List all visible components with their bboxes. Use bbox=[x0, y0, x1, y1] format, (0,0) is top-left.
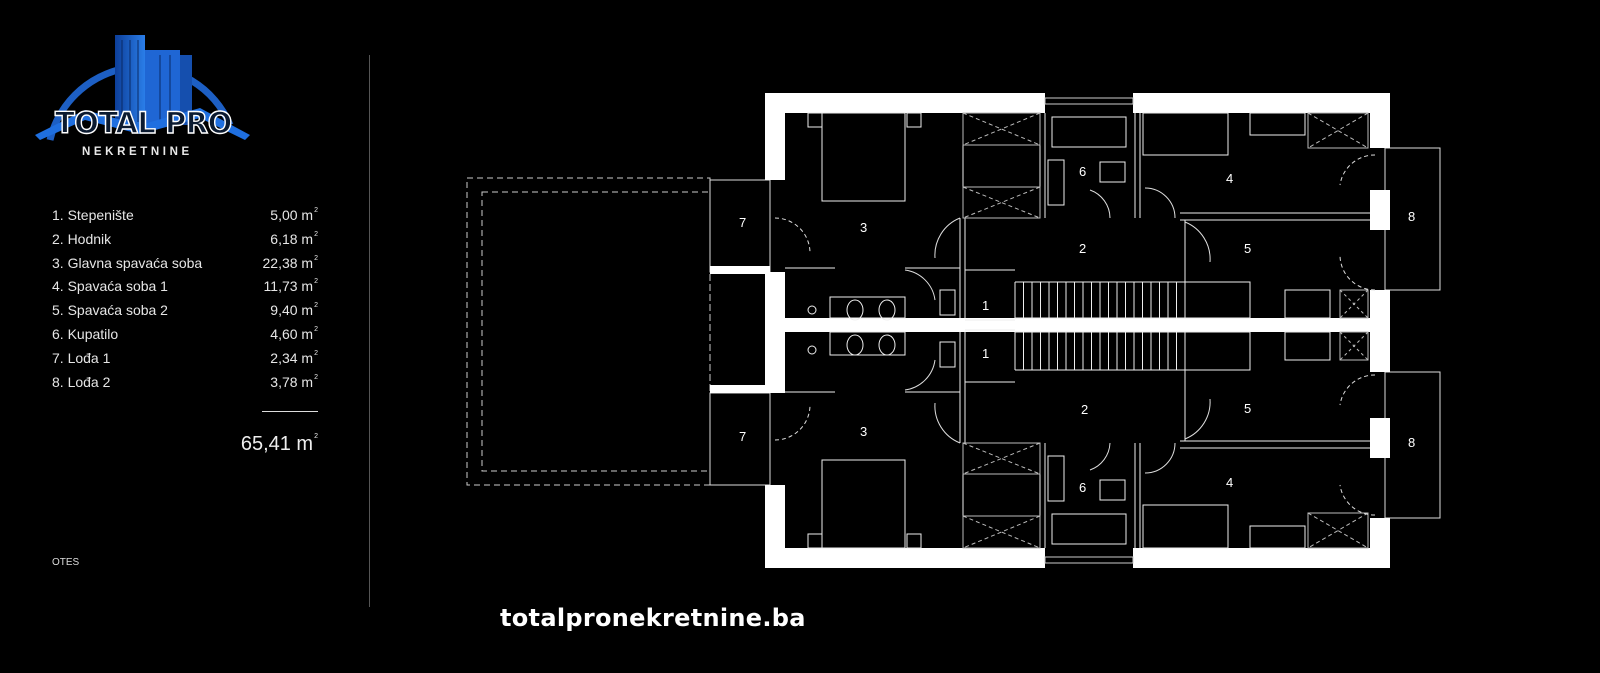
stairs bbox=[965, 269, 1186, 383]
doors bbox=[774, 154, 1376, 516]
room-label-5: 5 bbox=[1244, 401, 1251, 416]
room-area: 9,40 m2 bbox=[270, 302, 318, 319]
total-area: 65,41 m2 bbox=[240, 433, 318, 455]
room-label-3: 3 bbox=[860, 220, 867, 235]
room-area: 22,38 m2 bbox=[262, 254, 319, 271]
list-item: 4. Spavaća soba 1 11,73 m2 bbox=[52, 278, 318, 302]
room-area: 11,73 m2 bbox=[263, 278, 318, 295]
room-label-4: 4 bbox=[1226, 171, 1233, 186]
list-item: 8. Lođa 2 3,78 m2 bbox=[52, 374, 318, 398]
website-link[interactable]: totalpronekretnine.ba bbox=[500, 604, 806, 632]
sum-divider bbox=[262, 411, 318, 412]
room-name: 4. Spavaća soba 1 bbox=[52, 278, 168, 295]
list-item: 1. Stepenište 5,00 m2 bbox=[52, 207, 318, 231]
wardrobes bbox=[962, 112, 1369, 549]
room-label-6: 6 bbox=[1079, 480, 1086, 495]
room-area: 4,60 m2 bbox=[270, 325, 318, 342]
room-label-2: 2 bbox=[1079, 241, 1086, 256]
room-label-7: 7 bbox=[739, 429, 746, 444]
room-area: 2,34 m2 bbox=[270, 349, 318, 366]
interior-walls bbox=[785, 113, 1370, 548]
room-label-5: 5 bbox=[1244, 241, 1251, 256]
terrace-outline bbox=[466, 177, 711, 486]
footer-note: OTES bbox=[52, 557, 80, 568]
room-name: 6. Kupatilo bbox=[52, 325, 119, 342]
list-item: 3. Glavna spavaća soba 22,38 m2 bbox=[52, 255, 318, 279]
brand-subtitle: NEKRETNINE bbox=[82, 146, 193, 158]
room-area: 5,00 m2 bbox=[270, 207, 318, 223]
room-label-8: 8 bbox=[1408, 435, 1415, 450]
room-name: 1. Stepenište bbox=[52, 207, 134, 223]
room-name: 7. Lođa 1 bbox=[52, 349, 111, 366]
list-item: 2. Hodnik 6,18 m2 bbox=[52, 231, 318, 255]
room-name: 8. Lođa 2 bbox=[52, 373, 111, 390]
room-name: 2. Hodnik bbox=[52, 230, 112, 247]
brand-name: TOTAL PRO bbox=[54, 105, 233, 140]
room-label-2: 2 bbox=[1081, 402, 1088, 417]
logo-graphic bbox=[35, 35, 250, 141]
room-label-6: 6 bbox=[1079, 164, 1086, 179]
room-name: 3. Glavna spavaća soba bbox=[52, 254, 203, 271]
list-item: 7. Lođa 1 2,34 m2 bbox=[52, 350, 318, 374]
room-name: 5. Spavaća soba 2 bbox=[52, 302, 168, 319]
list-item: 6. Kupatilo 4,60 m2 bbox=[52, 326, 318, 350]
walls bbox=[710, 93, 1390, 568]
room-label-8: 8 bbox=[1408, 209, 1415, 224]
windows bbox=[1044, 97, 1134, 564]
furniture bbox=[807, 112, 1331, 549]
room-label-7: 7 bbox=[739, 215, 746, 230]
list-item: 5. Spavaća soba 2 9,40 m2 bbox=[52, 302, 318, 326]
room-area: 3,78 m2 bbox=[270, 373, 318, 390]
room-area: 6,18 m2 bbox=[270, 230, 318, 247]
room-label-4: 4 bbox=[1226, 475, 1233, 490]
room-area-list: 1. Stepenište 5,00 m2 2. Hodnik 6,18 m2 3.… bbox=[52, 207, 318, 397]
vertical-divider bbox=[369, 55, 370, 607]
room-label-3: 3 bbox=[860, 424, 867, 439]
room-label-1: 1 bbox=[982, 346, 989, 361]
room-label-1: 1 bbox=[982, 298, 989, 313]
